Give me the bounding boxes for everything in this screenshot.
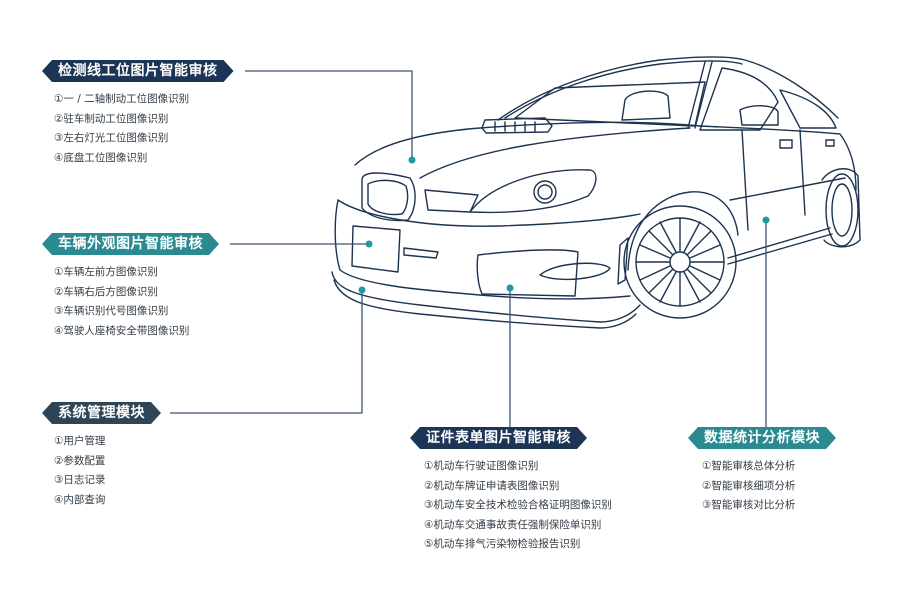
door-line [741, 129, 806, 231]
module-item-list: ①一 / 二轴制动工位图像识别 ②驻车制动工位图像识别 ③左右灯光工位图像识别 … [54, 90, 234, 168]
module-item: ④驾驶人座椅安全带图像识别 [54, 324, 190, 337]
module-inspection-line: 检测线工位图片智能审核 ①一 / 二轴制动工位图像识别 ②驻车制动工位图像识别 … [42, 60, 234, 168]
module-data-statistics: 数据统计分析模块 ①智能审核总体分析 ②智能审核细项分析 ③智能审核对比分析 [688, 427, 836, 516]
mirror [739, 105, 779, 126]
module-item: ②车辆右后方图像识别 [54, 285, 158, 298]
body-side-top [699, 125, 857, 191]
door-handle [779, 139, 793, 149]
module-item-list: ①车辆左前方图像识别 ②车辆右后方图像识别 ③车辆识别代号图像识别 ④驾驶人座椅… [54, 263, 219, 341]
headlight-lens [533, 180, 557, 204]
front-fascia [334, 199, 631, 300]
front-pillar [687, 61, 713, 129]
module-title: 证件表单图片智能审核 [410, 427, 587, 449]
hood-scoop [481, 117, 553, 134]
anchor-dot-3 [358, 286, 366, 294]
module-item: ③日志记录 [54, 474, 106, 486]
fog-pocket [476, 249, 579, 297]
headlight-lens-inner [537, 184, 553, 200]
front-wheel-arch [627, 191, 739, 271]
module-item: ①机动车行驶证图像识别 [424, 460, 539, 472]
module-title: 车辆外观图片智能审核 [42, 233, 219, 255]
module-item: ③机动车安全技术检验合格证明图像识别 [424, 499, 612, 511]
module-item: ②参数配置 [54, 454, 106, 467]
module-item-list: ①用户管理 ②参数配置 ③日志记录 ④内部查询 [54, 432, 161, 510]
fog-light [539, 262, 611, 281]
anchor-dot-5 [762, 216, 770, 224]
connector-line-3 [170, 290, 363, 414]
module-item: ②智能审核细项分析 [702, 479, 796, 492]
bumper-top [337, 199, 641, 227]
rear-arch [821, 168, 861, 248]
front-spokes [635, 217, 725, 307]
module-item: ②机动车牌证申请表图像识别 [424, 479, 560, 492]
windshield [514, 81, 706, 127]
hood [354, 121, 701, 166]
rocker [727, 227, 833, 265]
module-item-list: ①机动车行驶证图像识别 ②机动车牌证申请表图像识别 ③机动车安全技术检验合格证明… [424, 457, 612, 555]
anchor-dot-1 [408, 156, 416, 164]
module-item: ④底盘工位图像识别 [54, 151, 148, 164]
module-item: ③左右灯光工位图像识别 [54, 132, 169, 144]
connector-line-1 [245, 70, 413, 160]
module-item: ②驻车制动工位图像识别 [54, 112, 169, 125]
module-title: 数据统计分析模块 [688, 427, 836, 449]
fog-slot-left [403, 247, 439, 259]
module-item: ①车辆左前方图像识别 [54, 266, 158, 278]
front-lip [331, 271, 641, 323]
module-vehicle-exterior: 车辆外观图片智能审核 ①车辆左前方图像识别 ②车辆右后方图像识别 ③车辆识别代号… [42, 233, 219, 341]
side-vent [617, 237, 629, 285]
rear-door-handle [825, 139, 835, 147]
front-lip-lower [333, 279, 637, 329]
hood-crease [419, 127, 691, 179]
anchor-dot-4 [506, 284, 514, 292]
module-title: 系统管理模块 [42, 402, 161, 424]
module-system-management: 系统管理模块 ①用户管理 ②参数配置 ③日志记录 ④内部查询 [42, 402, 161, 510]
car-roof [497, 56, 839, 121]
module-document-forms: 证件表单图片智能审核 ①机动车行驶证图像识别 ②机动车牌证申请表图像识别 ③机动… [410, 427, 612, 555]
module-item: ③车辆识别代号图像识别 [54, 305, 169, 317]
rear-tire [825, 173, 859, 247]
rear-rim [831, 183, 853, 237]
module-item: ①一 / 二轴制动工位图像识别 [54, 93, 190, 105]
module-item-list: ①智能审核总体分析 ②智能审核细项分析 ③智能审核对比分析 [702, 457, 836, 516]
module-item: ①智能审核总体分析 [702, 460, 796, 472]
grille [361, 172, 416, 222]
headlight [469, 169, 597, 214]
module-item: ①用户管理 [54, 435, 106, 447]
seat [621, 90, 671, 121]
module-item: ④内部查询 [54, 493, 106, 506]
module-item: ⑤机动车排气污染物检验报告识别 [424, 538, 581, 550]
module-item: ④机动车交通事故责任强制保险单识别 [424, 518, 602, 531]
side-window-front [699, 67, 779, 131]
side-window-rear [779, 89, 837, 129]
side-crease [729, 177, 846, 201]
module-title: 检测线工位图片智能审核 [42, 60, 234, 82]
license-plate [351, 225, 401, 273]
module-item: ③智能审核对比分析 [702, 499, 796, 511]
anchor-dot-2 [365, 240, 373, 248]
grille-inner [367, 179, 409, 216]
